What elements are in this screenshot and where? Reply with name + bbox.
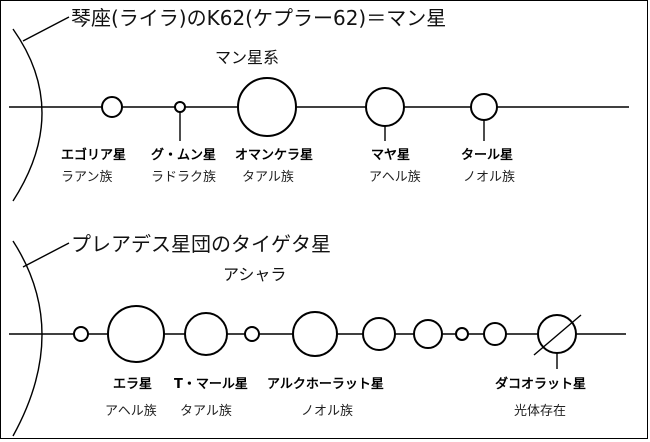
section-1-system-name: マン星系 [215, 48, 279, 67]
tribe-taal: ノオル族 [463, 169, 515, 185]
planet-name-arukhoorat: アルクホーラット星 [267, 377, 384, 392]
tribe-gu-mun: ラドラク族 [151, 169, 216, 185]
planet-name-dakoorat: ダコオラット星 [495, 376, 586, 392]
tribe-era: アヘル族 [105, 403, 157, 419]
planet-era [107, 305, 165, 363]
planet-name-omankera: オマンケラ星 [235, 148, 313, 163]
title-pointer-2 [22, 242, 70, 268]
planet-gu-mun [174, 101, 186, 113]
tribe-t-maal: タアル族 [180, 403, 232, 419]
planet-egoria [101, 96, 123, 118]
planet-small-2 [244, 326, 260, 342]
section-1: 琴座(ライラ)のK62(ケプラー62)＝マン星 マン星系 エゴリア星 グ・ムン星… [9, 6, 629, 202]
planet-arukhoorat [292, 311, 338, 357]
planet-name-taal: タール星 [461, 148, 513, 163]
planet-name-gu-mun: グ・ムン星 [151, 147, 216, 163]
planet-name-maya: マヤ星 [371, 148, 410, 163]
planet-t-maal [184, 312, 228, 356]
planet-medium-1 [362, 317, 396, 351]
section-1-title: 琴座(ライラ)のK62(ケプラー62)＝マン星 [71, 6, 446, 30]
section-2: プレアデス星団のタイゲタ星 アシャラ エラ星 T・マール星 アルクホーラット星 … [9, 232, 626, 437]
planet-name-egoria: エゴリア星 [61, 147, 126, 163]
star-arc-2 [12, 240, 43, 437]
tribe-dakoorat: 光体存在 [514, 404, 566, 419]
planet-maya [365, 87, 405, 127]
planet-name-t-maal: T・マール星 [174, 377, 248, 392]
tribe-arukhoorat: ノオル族 [301, 403, 353, 419]
section-2-title: プレアデス星団のタイゲタ星 [71, 232, 331, 256]
planet-omankera [237, 77, 297, 137]
tribe-omankera: タアル族 [242, 169, 294, 185]
planet-medium-2 [413, 319, 443, 349]
star-arc-1 [12, 28, 43, 202]
title-pointer-1 [22, 16, 70, 42]
planet-taal [470, 93, 498, 121]
tribe-maya: アヘル族 [369, 169, 421, 185]
planet-name-era: エラ星 [113, 377, 152, 392]
planet-small-3 [455, 327, 469, 341]
tribe-egoria: ラアン族 [61, 169, 112, 185]
planet-medium-3 [483, 322, 507, 346]
planet-small-1 [73, 326, 89, 342]
section-2-system-name: アシャラ [223, 265, 286, 284]
dakoorat-strike [533, 314, 582, 356]
